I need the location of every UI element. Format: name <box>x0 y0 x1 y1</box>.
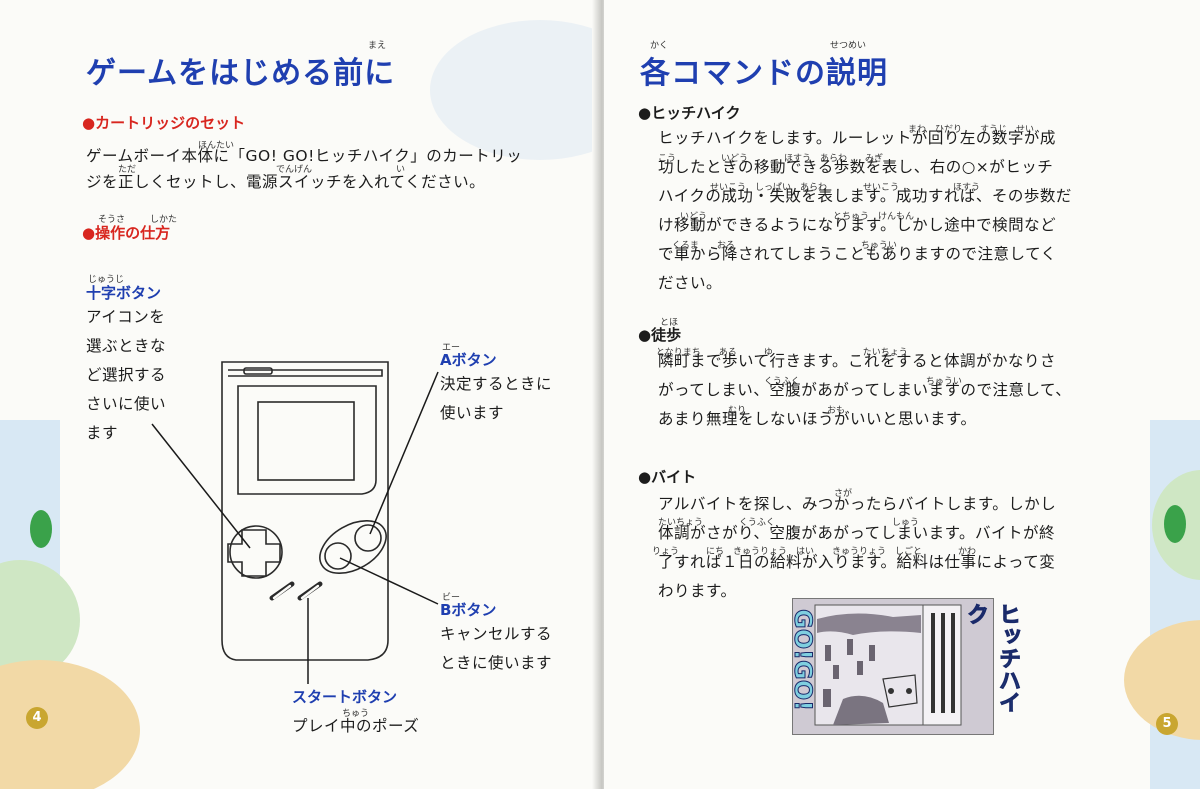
a-button-line: 使います <box>440 404 505 422</box>
ab-group <box>328 530 380 564</box>
dpad-line: アイコンを <box>86 308 166 326</box>
ab-ring <box>319 519 387 575</box>
walk-heading: ●徒歩 <box>638 326 682 344</box>
gogo-logo: GO!GO! <box>789 608 818 712</box>
job-paragraph: アルバイトを探し、みつかったらバイトします。しかし 体調がさがり、空腹があがって… <box>658 490 1056 606</box>
ruby-setsumei: せつめい <box>830 41 867 51</box>
a-button-description: 決定するときに 使います <box>440 370 552 428</box>
job-ruby-1: さが <box>834 489 853 499</box>
gameboy-body <box>221 361 389 661</box>
walk-ruby: とほ <box>660 318 679 328</box>
job-heading: ●バイト <box>638 468 697 486</box>
cartridge-line-1: ゲームボーイ本体に「GO! GO!ヒッチハイク」のカートリッ <box>86 147 523 165</box>
job-line: 体調がさがり、空腹があがってしまいます。バイトが終 <box>658 524 1056 542</box>
walk-ruby-1: となりまち ある ゆ たいちょう <box>656 348 908 358</box>
ruby-i: い <box>396 165 406 175</box>
a-button-line: 決定するときに <box>440 375 553 393</box>
job-ruby-3: りょう にち きゅうりょう はい きゅうりょう しごと かわ <box>652 547 977 557</box>
screen <box>257 401 355 481</box>
hitchhike-line: 功したときの移動できる歩数を表し、右の○×がヒッチ <box>658 158 1054 176</box>
cloud-decoration <box>430 20 598 160</box>
b-button-ruby: ビー <box>442 593 461 603</box>
bush-decoration <box>30 510 52 548</box>
screen-bezel <box>237 385 377 495</box>
dpad-ruby: じゅうじ <box>88 275 125 285</box>
walk-paragraph: 隣町まで歩いて行きます。これをすると体調がかなりさ がってしまい、空腹があがって… <box>658 347 1071 434</box>
page-number-right: 5 <box>1156 713 1178 735</box>
walk-line: あまり無理をしないほうがいいと思います。 <box>658 410 977 428</box>
ruby-shikata: しかた <box>150 215 178 225</box>
gameboy-illustration <box>151 361 439 684</box>
hitchhike-ruby-3: せいこう しっぱい あらわ せいこう ほすう <box>710 183 981 193</box>
dpad-description: アイコンを 選ぶときな ど選択する さいに使い ます <box>86 303 166 448</box>
ruby-kaku: かく <box>650 41 669 51</box>
ruby-tada: ただ <box>118 165 137 175</box>
job-ruby-2: たいちょう くうふく しゅう <box>658 518 919 528</box>
game-screenshot: ヒッチハイク GO!GO! <box>789 598 1021 735</box>
page-number-left: 4 <box>26 707 48 729</box>
hitchhike-paragraph: ヒッチハイクをします。ルーレットが回り左の数字が成 功したときの移動できる歩数を… <box>658 124 1072 298</box>
dpad-line: ます <box>86 424 119 442</box>
hitchhike-ruby-1: まわ ひだり すうじ せい <box>908 125 1035 135</box>
a-button-pointer-line <box>369 371 439 535</box>
hitchhike-logo: ヒッチハイク <box>963 603 1021 714</box>
walk-ruby-2: くうふく ちゅうい <box>764 377 962 387</box>
walk-ruby-3: むり おも <box>728 406 846 416</box>
gameboy-top-edge <box>228 369 383 377</box>
ruby-dengen: でんげん <box>276 165 313 175</box>
select-button-inner <box>272 584 292 600</box>
hitchhike-line: ハイクの成功・失敗を表します。成功すれば、その歩数だ <box>658 187 1072 205</box>
controls-heading: ●操作の仕方 <box>82 224 171 242</box>
ruby-sousa: そうさ <box>98 215 126 225</box>
dpad-line: 選ぶときな <box>86 337 167 355</box>
start-button-inner <box>300 584 320 600</box>
b-button-shape <box>324 542 352 570</box>
hitchhike-line: で車から降されてしまうこともありますので注意してく <box>658 245 1057 263</box>
dpad-title: 十字ボタン <box>86 284 162 302</box>
hitchhike-line: け移動ができるようになります。しかし途中で検問など <box>658 216 1057 234</box>
bush-decoration <box>1164 505 1186 543</box>
a-button-title: Aボタン <box>440 351 497 369</box>
b-button-description: キャンセルする ときに使います <box>440 620 552 678</box>
a-button-shape <box>354 524 382 552</box>
b-button-pointer-line <box>339 557 439 605</box>
hitchhike-ruby-4: いどう とちゅう けんもん <box>680 212 915 222</box>
walk-line: がってしまい、空腹があがってしまいますので注意して、 <box>658 381 1072 399</box>
walk-line: 隣町まで歩いて行きます。これをすると体調がかなりさ <box>658 352 1056 370</box>
ruby-hontai: ほんたい <box>198 141 235 151</box>
left-page: まえ ゲームをはじめる前に ●カートリッジのセット ほんたい ゲームボーイ本体に… <box>0 0 598 789</box>
a-button-ruby: エー <box>442 343 461 353</box>
job-line: アルバイトを探し、みつかったらバイトします。しかし <box>658 495 1057 513</box>
start-ruby: ちゅう <box>342 709 370 719</box>
right-page-title: 各コマンドの説明 <box>640 56 888 91</box>
title-ruby: まえ <box>368 41 387 51</box>
job-line: 了すれば１日の給料が入ります。給料は仕事によって変 <box>658 553 1056 571</box>
hitchhike-line: ださい。 <box>658 274 723 292</box>
dpad-line: さいに使い <box>86 395 167 413</box>
hitchhike-line: ヒッチハイクをします。ルーレットが回り左の数字が成 <box>658 129 1056 147</box>
start-button-title: スタートボタン <box>292 688 398 706</box>
dpad-line: ど選択する <box>86 366 167 384</box>
b-button-line: キャンセルする <box>440 625 553 643</box>
cartridge-heading: ●カートリッジのセット <box>82 114 246 132</box>
b-button-title: Bボタン <box>440 601 497 619</box>
start-button-description: プレイ中のポーズ <box>292 717 420 735</box>
dpad-ring <box>229 525 283 579</box>
dpad-pointer-line <box>151 423 251 549</box>
game-screenshot-art <box>793 599 993 734</box>
b-button-line: ときに使います <box>440 654 553 672</box>
page-title: ゲームをはじめる前に <box>86 56 396 91</box>
cartridge-line-2: ジを正しくセットし、電源スイッチを入れてください。 <box>86 173 486 191</box>
job-line: わります。 <box>658 582 737 600</box>
hitchhike-heading: ●ヒッチハイク <box>638 104 741 122</box>
hitchhike-ruby-2: こう いどう ほすう あらわ みぎ <box>658 154 884 164</box>
hitchhike-ruby-5: くるま おろ ちゅうい <box>672 241 897 251</box>
power-switch <box>243 367 273 375</box>
